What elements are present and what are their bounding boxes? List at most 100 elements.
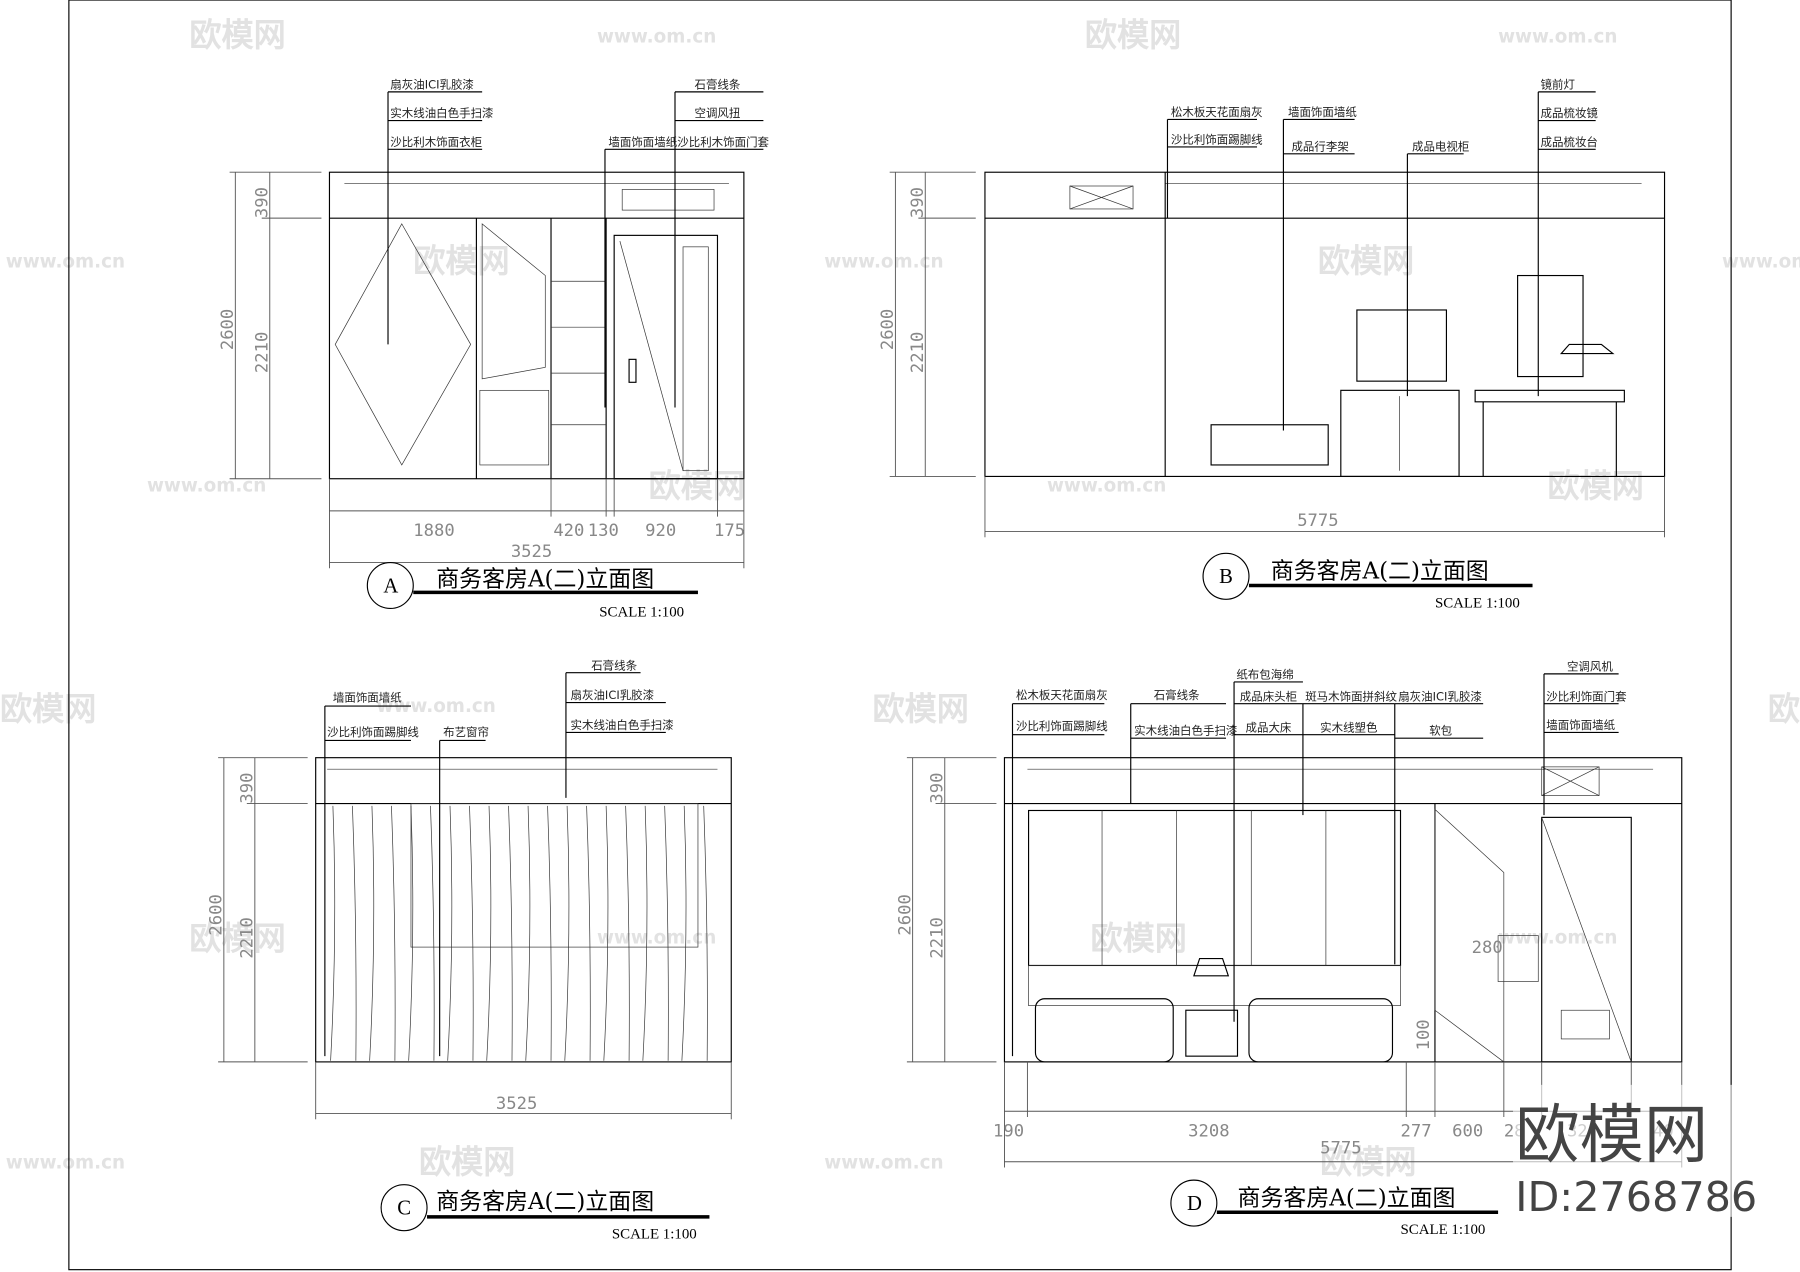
door-louver xyxy=(682,246,709,472)
watermark-id: ID:2768786 xyxy=(1515,1173,1757,1221)
label: 墙面饰面墙纸 xyxy=(608,135,677,149)
bedside-lamp xyxy=(1193,958,1230,977)
label: 石膏线条 xyxy=(591,658,637,672)
scale-text: SCALE 1:100 xyxy=(1401,1222,1486,1238)
watermark-brand: 欧模网 xyxy=(1091,919,1187,957)
dimension-text: 2600 xyxy=(218,309,238,350)
curtain-fold xyxy=(408,805,414,1061)
watermark-brand: 欧模网 xyxy=(649,467,745,505)
label: 石膏线条 xyxy=(695,77,741,91)
bed-left xyxy=(1034,998,1174,1063)
label: 松木板天花面扇灰 xyxy=(1171,105,1263,119)
label: 纸布包海绵 xyxy=(1236,667,1293,681)
scale-text: SCALE 1:100 xyxy=(1435,595,1520,611)
curtain-fold xyxy=(642,805,648,1061)
watermark-brand: 欧模网 xyxy=(189,919,285,957)
dimension-text: 390 xyxy=(908,187,928,218)
elevation-marker-letter: B xyxy=(1219,566,1233,588)
scale-text: SCALE 1:100 xyxy=(599,604,684,620)
elevation-title: 商务客房A(二)立面图 xyxy=(436,567,654,593)
curtain-fold xyxy=(430,805,435,1061)
brand-watermark: 欧模网 ID:2768786 xyxy=(1513,1084,1757,1221)
label: 沙比利饰面踢脚线 xyxy=(1171,133,1263,147)
watermark-url: www.om.cn xyxy=(147,475,266,496)
leader-labels-right: 石膏线条 空调风扭 沙比利木饰面门套 墙面饰面墙纸 xyxy=(604,77,770,408)
curtain-fold xyxy=(330,805,336,1061)
elevation-title: 商务客房A(二)立面图 xyxy=(436,1189,654,1215)
label: 空调风机 xyxy=(1567,659,1613,673)
watermark-brand: 欧模网 xyxy=(413,242,509,280)
label: 空调风扭 xyxy=(695,106,741,120)
curtain xyxy=(330,805,708,1061)
curtain-fold xyxy=(352,805,357,1061)
bed-right xyxy=(1248,998,1394,1063)
watermark-brand: 欧模网 xyxy=(419,1143,515,1181)
wall-outline xyxy=(328,171,745,480)
curtain-fold xyxy=(703,805,708,1061)
dimension-text: 420 xyxy=(553,521,584,541)
door-handle xyxy=(628,358,637,383)
label: 实木线油白色手扫漆 xyxy=(390,106,493,120)
elevation-marker xyxy=(380,1184,428,1232)
watermark-url: www.om.cn xyxy=(6,252,125,273)
ac-vent xyxy=(621,189,715,211)
elevation-marker xyxy=(1202,552,1250,600)
watermark-url: www.om.cn xyxy=(1498,27,1617,48)
headboard-softpack xyxy=(1027,809,1402,967)
dimension-text: 2600 xyxy=(878,309,898,350)
label: 实木线油白色手扫漆 xyxy=(571,718,674,732)
dimension-text: 175 xyxy=(714,521,745,541)
watermark-layer: 欧模网 www.om.cn 欧模网 www.om.cn www.om.cn 欧模… xyxy=(0,16,1800,1181)
dimension-text: 3208 xyxy=(1188,1122,1229,1142)
door xyxy=(613,234,719,480)
luggage-rack xyxy=(1210,424,1329,466)
label: 成品行李架 xyxy=(1291,139,1348,153)
label: 镜前灯 xyxy=(1541,77,1576,91)
diamond-pattern xyxy=(334,223,472,466)
watermark-brand: 欧模网 xyxy=(0,690,96,728)
label: 沙比利木饰面衣柜 xyxy=(390,135,482,149)
dimension-text: 3525 xyxy=(496,1094,537,1114)
label: 实木线油白色手扫漆 xyxy=(1134,724,1237,738)
watermark-url: www.om.cn xyxy=(824,252,943,273)
table-lamp xyxy=(1559,343,1615,355)
watermark-url: www.om.cn xyxy=(1498,928,1617,949)
dimension-text: 130 xyxy=(588,521,619,541)
label: 松木板天花面扇灰 xyxy=(1016,688,1108,702)
curtain-fold xyxy=(603,805,609,1061)
watermark-brand: 欧模网 xyxy=(1318,242,1414,280)
wall-outline xyxy=(315,757,732,1063)
label: 墙面饰面墙纸 xyxy=(1288,105,1357,119)
elevation-marker-letter: D xyxy=(1187,1193,1202,1215)
watermark-url: www.om.cn xyxy=(597,27,716,48)
curtain-fold xyxy=(664,805,669,1061)
curtain-valance xyxy=(410,803,699,948)
dimension-text: 280 xyxy=(1472,938,1503,958)
label: 沙比利木饰面门套 xyxy=(677,135,769,149)
curtain-fold xyxy=(681,805,687,1061)
sheet-border xyxy=(68,0,1732,1271)
curtain-fold xyxy=(469,805,474,1061)
watermark-brand: 欧模网 xyxy=(1768,690,1800,728)
label: 扇灰油ICI乳胶漆 xyxy=(571,688,655,702)
label: 实木线塑色 xyxy=(1320,720,1378,734)
curtain-fold xyxy=(525,805,531,1061)
watermark-url: www.om.cn xyxy=(6,1153,125,1174)
curtain-fold xyxy=(586,805,591,1061)
dimension-text: 5775 xyxy=(1297,511,1338,531)
elevation-b: 松木板天花面扇灰 沙比利饰面踢脚线 墙面饰面墙纸 成品行李架 成品电视柜 镜前灯… xyxy=(878,77,1666,611)
watermark-brand: 欧模网 xyxy=(872,690,968,728)
label: 墙面饰面墙纸 xyxy=(1546,718,1615,732)
label: 布艺窗帘 xyxy=(443,725,489,739)
dimension-text: 2600 xyxy=(895,894,915,935)
watermark-url: www.om.cn xyxy=(1047,475,1166,496)
curtain-fold xyxy=(369,805,375,1061)
dimension-text: 2600 xyxy=(207,894,227,935)
elevation-marker xyxy=(366,561,414,610)
label: 沙比利饰面踢脚线 xyxy=(1016,719,1108,733)
curtain-fold xyxy=(564,805,570,1061)
elevation-c: 墙面饰面墙纸 沙比利饰面踢脚线 布艺窗帘 石膏线条 扇灰油ICI乳胶漆 实木线油… xyxy=(207,658,732,1243)
label: 墙面饰面墙纸 xyxy=(333,690,402,704)
curtain-fold xyxy=(486,805,492,1061)
